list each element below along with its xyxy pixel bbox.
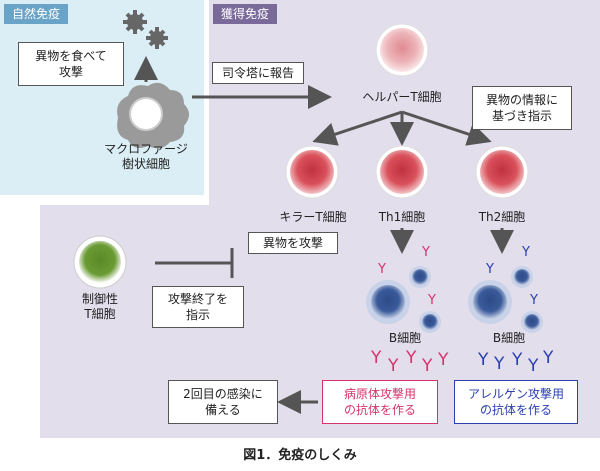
inhibition-line [155, 248, 234, 278]
box-line: 指示 [185, 308, 210, 322]
antibody-icon: Y [406, 348, 417, 368]
allergen-antibody-box: アレルゲン攻撃用 の抗体を作る [454, 380, 578, 424]
germ-icon [123, 10, 147, 34]
helper-t-cell-icon [375, 23, 429, 77]
label-line: マクロファージ [104, 142, 188, 156]
box-line: アレルゲン攻撃用 [467, 387, 564, 401]
th1-cell-icon [375, 145, 429, 199]
antibody-icon: Y [378, 262, 386, 277]
antibody-icon: Y [486, 262, 494, 277]
antibody-icon: Y [422, 245, 430, 260]
attack-box: 異物を攻撃 [248, 232, 338, 254]
box-line: 病原体攻撃用 [343, 387, 416, 401]
b-cell-label: B細胞 [388, 331, 422, 345]
second-infection-box: 2回目の感染に 備える [168, 380, 278, 424]
innate-immunity-label: 自然免疫 [4, 4, 69, 24]
b-cell-group-allergen [468, 266, 543, 333]
b-cell-label: B細胞 [492, 331, 526, 345]
regulatory-t-cell-label: 制御性 T細胞 [70, 292, 130, 322]
antibody-icon: Y [478, 350, 489, 370]
box-line: 異物を食べて [35, 49, 107, 63]
macrophage-icon [117, 82, 189, 149]
label-line: 制御性 [81, 292, 118, 306]
antibody-icon: Y [371, 348, 382, 368]
box-line: 攻撃終了を [167, 292, 228, 306]
eat-attack-box: 異物を食べて 攻撃 [18, 42, 124, 86]
box-line: の抗体を作る [343, 403, 416, 417]
antibody-icon: Y [530, 293, 538, 308]
antibody-icon: Y [388, 356, 399, 376]
killer-t-cell-label: キラーT細胞 [279, 210, 347, 224]
report-box: 司令塔に報告 [212, 62, 304, 84]
box-line: 異物の情報に [485, 93, 558, 107]
regulatory-t-cell-icon [73, 235, 127, 289]
th2-cell-icon [475, 145, 529, 199]
acquired-immunity-label: 獲得免疫 [213, 4, 278, 24]
label-line: 樹状細胞 [121, 157, 170, 171]
box-line: 備える [205, 403, 241, 417]
b-cell-group-pathogen [366, 266, 441, 333]
germ-icon [146, 27, 168, 49]
antibody-icon: Y [528, 356, 539, 376]
antibody-icon: Y [494, 354, 505, 374]
box-line: の抗体を作る [479, 403, 552, 417]
box-line: 基づき指示 [491, 109, 552, 123]
antibody-icon: Y [543, 348, 554, 368]
th2-cell-label: Th2細胞 [478, 210, 526, 224]
instruct-box: 異物の情報に 基づき指示 [472, 86, 572, 130]
antibody-icon: Y [522, 245, 530, 260]
branch-arrows [312, 110, 492, 146]
helper-t-cell-label: ヘルパーT細胞 [362, 90, 442, 104]
antibody-icon: Y [512, 350, 523, 370]
killer-t-cell-icon [285, 145, 339, 199]
box-line: 2回目の感染に [183, 387, 263, 401]
label-line: T細胞 [84, 307, 116, 321]
box-line: 攻撃 [58, 65, 83, 79]
stop-attack-box: 攻撃終了を 指示 [152, 286, 244, 328]
figure-caption: 図1．免疫のしくみ [243, 448, 357, 463]
antibody-icon: Y [422, 356, 433, 376]
antibody-icon: Y [428, 293, 436, 308]
macrophage-label: マクロファージ 樹状細胞 [86, 142, 206, 172]
th1-cell-label: Th1細胞 [378, 210, 426, 224]
pathogen-antibody-box: 病原体攻撃用 の抗体を作る [322, 380, 438, 424]
antibody-icon: Y [438, 350, 449, 370]
